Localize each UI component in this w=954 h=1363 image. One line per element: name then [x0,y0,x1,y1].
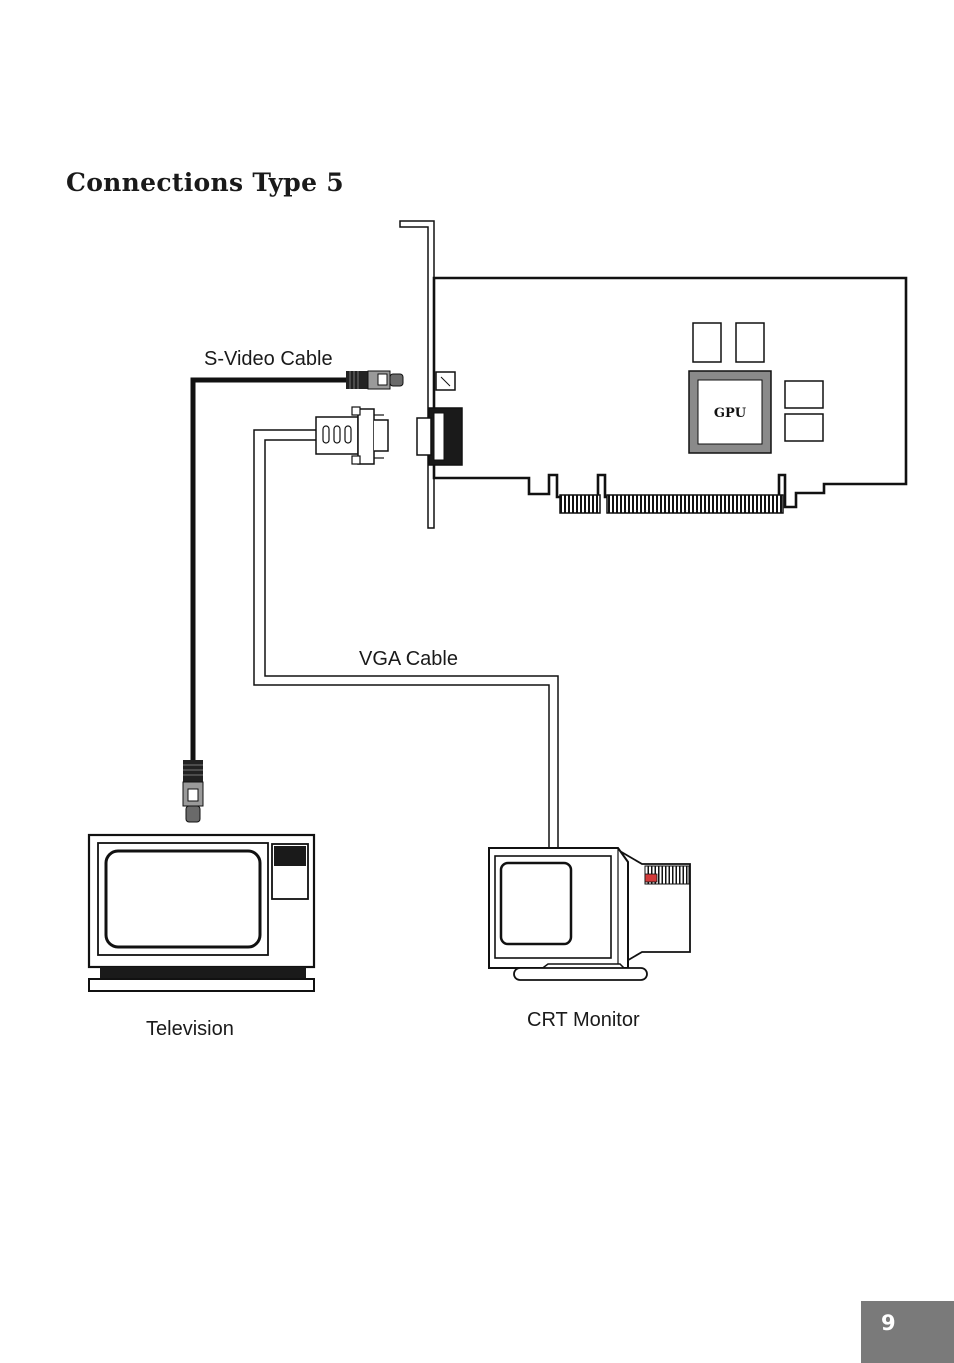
page-title: Connections Type 5 [66,168,344,197]
vga-port [416,407,463,466]
memory-chip [784,380,824,409]
memory-chip [692,322,722,363]
crt-monitor-label: CRT Monitor [527,1009,640,1031]
television [87,833,316,992]
memory-chip [784,413,824,442]
monitor-screen [499,861,573,946]
memory-chip [735,322,765,363]
gpu-label: GPU [714,406,747,421]
monitor-stand [513,967,648,981]
edge-connector-left [559,494,601,514]
svideo-plug-card [346,370,404,390]
svideo-plug-tv [182,760,204,823]
vga-cable [253,406,559,848]
graphics-card: GPU [399,220,908,529]
vga-cable-label: VGA Cable [359,648,458,670]
power-led-icon [644,873,658,883]
tv-base-band [100,967,306,979]
edge-connector-right [606,494,784,514]
vga-plug [315,406,389,465]
card-pcb [432,276,908,509]
page-number-tab: 9 [861,1301,954,1363]
gpu-chip: GPU [688,370,772,454]
svideo-cable-label: S-Video Cable [204,348,333,370]
television-label: Television [146,1018,234,1040]
svideo-cable [182,370,404,823]
card-bracket [399,220,435,529]
page-number: 9 [881,1311,896,1335]
crt-monitor [488,847,691,981]
